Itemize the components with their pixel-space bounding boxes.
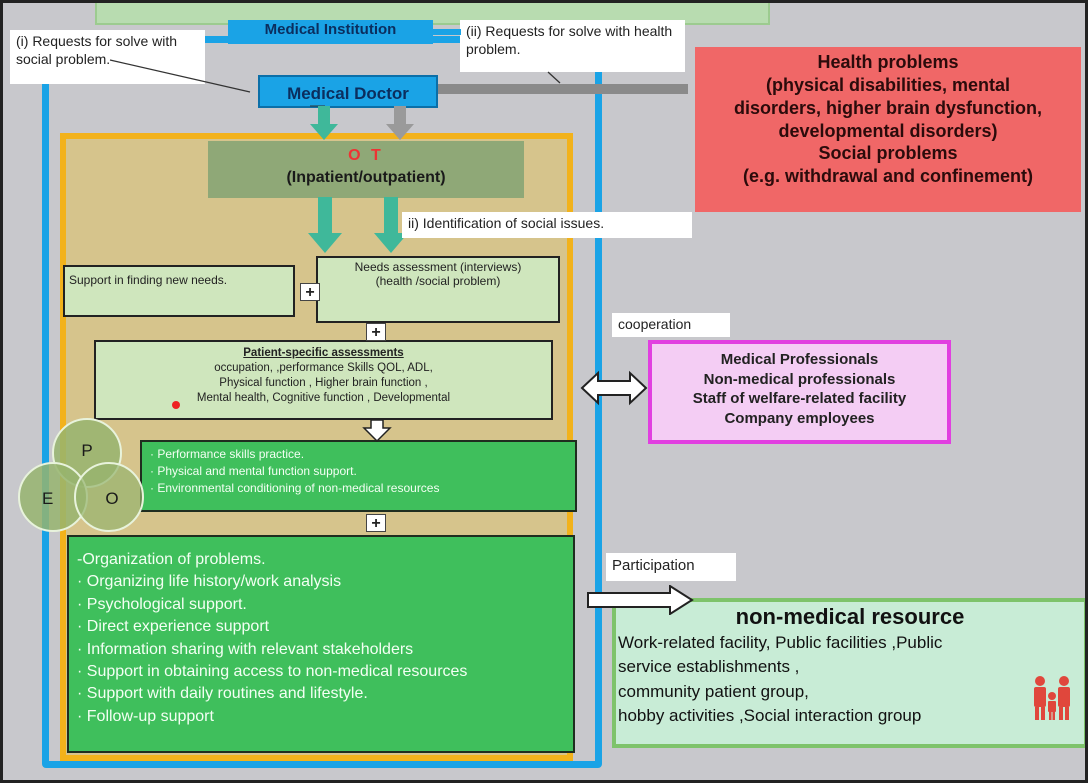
- health-problems-line: disorders, higher brain dysfunction,: [733, 97, 1043, 118]
- needs-assessment-line: Needs assessment (interviews): [354, 260, 522, 274]
- practice-support-box: · Performance skills practice. · Physica…: [140, 440, 577, 512]
- ot-box: O T (Inpatient/outpatient): [208, 141, 524, 198]
- teal-down-arrow: [308, 197, 342, 253]
- health-request-callout: (ii) Requests for solve with health prob…: [460, 20, 685, 72]
- health-callout-leader: [547, 71, 561, 84]
- peo-occupation-circle: O: [74, 462, 144, 532]
- cooperation-box: Medical Professionals Non-medical profes…: [648, 340, 951, 444]
- organization-box: -Organization of problems. · Organizing …: [67, 535, 575, 753]
- cooperation-label: cooperation: [612, 313, 730, 337]
- health-problems-line: developmental disorders): [778, 120, 998, 141]
- organization-line: · Support in obtaining access to non-med…: [77, 662, 468, 680]
- right-arrow-icon: [587, 585, 694, 615]
- organization-line: · Direct experience support: [77, 618, 270, 636]
- white-down-arrow-icon: [362, 420, 392, 442]
- plus-icon: +: [366, 323, 386, 341]
- health-problems-box: Health problems (physical disabilities, …: [695, 47, 1081, 212]
- cooperation-line: Staff of welfare-related facility: [692, 390, 907, 407]
- assessments-line: occupation, ,performance Skills QOL, ADL…: [214, 361, 433, 374]
- double-arrow-icon: [580, 370, 648, 406]
- cooperation-line: Non-medical professionals: [703, 370, 896, 388]
- medical-doctor-box: Medical Doctor: [258, 75, 438, 108]
- non-medical-line: community patient group,: [618, 681, 809, 701]
- participation-arrow: [587, 585, 694, 615]
- down-arrow: [362, 420, 392, 442]
- non-medical-line: service establishments ,: [618, 657, 800, 677]
- institution-connector: [433, 29, 461, 35]
- social-problems-line: Social problems: [818, 143, 958, 164]
- teal-down-arrow: [374, 197, 408, 253]
- red-dot-marker: [172, 401, 180, 409]
- gray-down-arrow: [386, 106, 414, 140]
- organization-line: · Organizing life history/work analysis: [77, 573, 342, 591]
- support-new-needs-box: Support in finding new needs.: [63, 265, 295, 317]
- needs-assessment-line: (health /social problem): [375, 274, 501, 288]
- social-problems-line: (e.g. withdrawal and confinement): [742, 166, 1034, 187]
- organization-line: · Support with daily routines and lifest…: [77, 685, 368, 703]
- practice-line: · Environmental conditioning of non-medi…: [150, 480, 440, 495]
- organization-line: -Organization of problems.: [77, 551, 266, 568]
- ot-to-needs-arrows: [308, 197, 408, 253]
- health-problems-line: (physical disabilities, mental: [765, 74, 1011, 95]
- non-medical-line: hobby activities ,Social interaction gro…: [618, 705, 922, 725]
- teal-down-arrow: [310, 106, 338, 140]
- health-problem-connector: [438, 84, 688, 94]
- social-request-callout: (i) Requests for solve with social probl…: [10, 30, 205, 84]
- plus-icon: +: [366, 514, 386, 532]
- needs-assessment-box: Needs assessment (interviews) (health /s…: [316, 256, 560, 323]
- patient-specific-assessments-box: Patient-specific assessments occupation,…: [94, 340, 553, 420]
- practice-line: · Performance skills practice.: [150, 447, 305, 461]
- assessments-line: Physical function , Higher brain functio…: [219, 376, 428, 389]
- ot-subtitle: (Inpatient/outpatient): [286, 169, 446, 186]
- social-callout-leader: [109, 59, 251, 93]
- assessments-title: Patient-specific assessments: [243, 347, 404, 359]
- non-medical-resource-box: non-medical resource Work-related facili…: [612, 598, 1088, 748]
- cooperation-double-arrow: [580, 370, 648, 406]
- assessments-line: Mental health, Cognitive function , Deve…: [196, 391, 451, 404]
- participation-label: Participation: [606, 553, 736, 581]
- organization-line: · Follow-up support: [77, 707, 214, 725]
- medical-institution-label: Medical Institution: [228, 20, 433, 44]
- cooperation-line: Medical Professionals: [720, 351, 879, 368]
- non-medical-line: Work-related facility, Public facilities…: [618, 633, 943, 652]
- non-medical-title: non-medical resource: [735, 604, 965, 629]
- practice-line: · Physical and mental function support.: [150, 463, 357, 478]
- doctor-to-ot-arrows: [310, 106, 414, 140]
- ot-title: O T: [348, 147, 384, 164]
- family-icon: [1034, 676, 1070, 720]
- identification-callout: ii) Identification of social issues.: [402, 212, 692, 238]
- organization-line: · Psychological support.: [77, 595, 247, 613]
- health-problems-line: Health problems: [817, 52, 959, 72]
- cooperation-line: Company employees: [724, 409, 875, 427]
- plus-icon: +: [300, 283, 320, 301]
- non-medical-lines: Work-related facility, Public facilities…: [616, 631, 1084, 728]
- organization-line: · Information sharing with relevant stak…: [77, 640, 414, 658]
